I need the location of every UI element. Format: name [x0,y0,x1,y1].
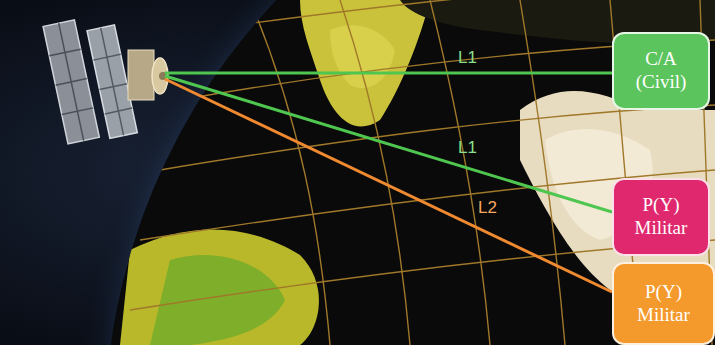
atmosphere-glow [70,0,715,345]
continent [150,255,285,345]
code-name: P(Y) Militar [625,194,697,240]
civil-code-box: C/A (Civil) [612,32,710,110]
military-code-box: P(Y) Militar [612,262,715,345]
globe-ocean [105,0,715,345]
band-label: L1 [458,138,477,158]
code-name: P(Y) Militar [628,281,700,327]
globe-surface [120,0,715,345]
code-name: C/A (Civil) [625,48,697,94]
l1-signal-line [165,72,612,75]
continent [300,0,430,126]
continent [330,25,395,88]
continent [120,229,319,345]
signal-lines [165,73,612,292]
band-label: L1 [458,48,477,68]
l1-signal-line [165,76,612,212]
military-code-box: P(Y) Militar [612,178,710,256]
grid-lines [130,0,715,345]
l2-signal-line [165,79,612,292]
gps-satellite [43,20,168,144]
band-label: L2 [478,198,497,218]
